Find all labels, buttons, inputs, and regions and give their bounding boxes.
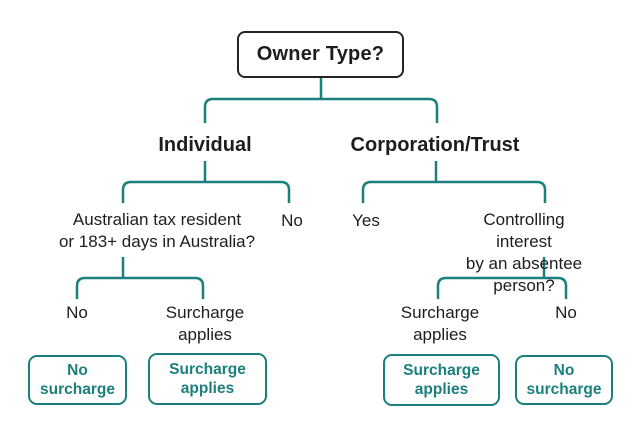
- answer-corporation-yes: Yes: [352, 211, 380, 230]
- outcome-box-surcharge-applies-individual: Surcharge applies: [148, 353, 267, 405]
- answer-corporation-surcharge-applies: Surcharge applies: [400, 303, 480, 344]
- node-owner-type: Owner Type?: [237, 31, 404, 78]
- outcome-box-no-surcharge-individual: No surcharge: [28, 355, 127, 405]
- individual-question-bracket-line: [75, 276, 205, 299]
- node-corporation-trust: Corporation/Trust: [350, 134, 520, 156]
- question-individual-residency: Australian tax resident or 183+ days in …: [58, 210, 256, 251]
- outcome-box-surcharge-applies-corporation: Surcharge applies: [383, 354, 500, 406]
- corporation-bracket-line: [361, 180, 547, 203]
- node-individual: Individual: [158, 134, 252, 156]
- question-corporation-controlling-interest: Controlling interest by an absentee pers…: [465, 210, 583, 295]
- corporation-question-bracket-line: [436, 276, 568, 299]
- level1-bracket-line: [203, 97, 439, 123]
- outcome-box-no-surcharge-corporation: No surcharge: [515, 355, 613, 405]
- answer-corporation-absentee-no: No: [555, 303, 577, 322]
- answer-individual-resident-no: No: [66, 303, 88, 322]
- node-owner-type-label: Owner Type?: [256, 43, 385, 65]
- answer-individual-surcharge-applies: Surcharge applies: [165, 303, 245, 344]
- answer-individual-no: No: [281, 211, 303, 230]
- individual-bracket-line: [121, 180, 291, 203]
